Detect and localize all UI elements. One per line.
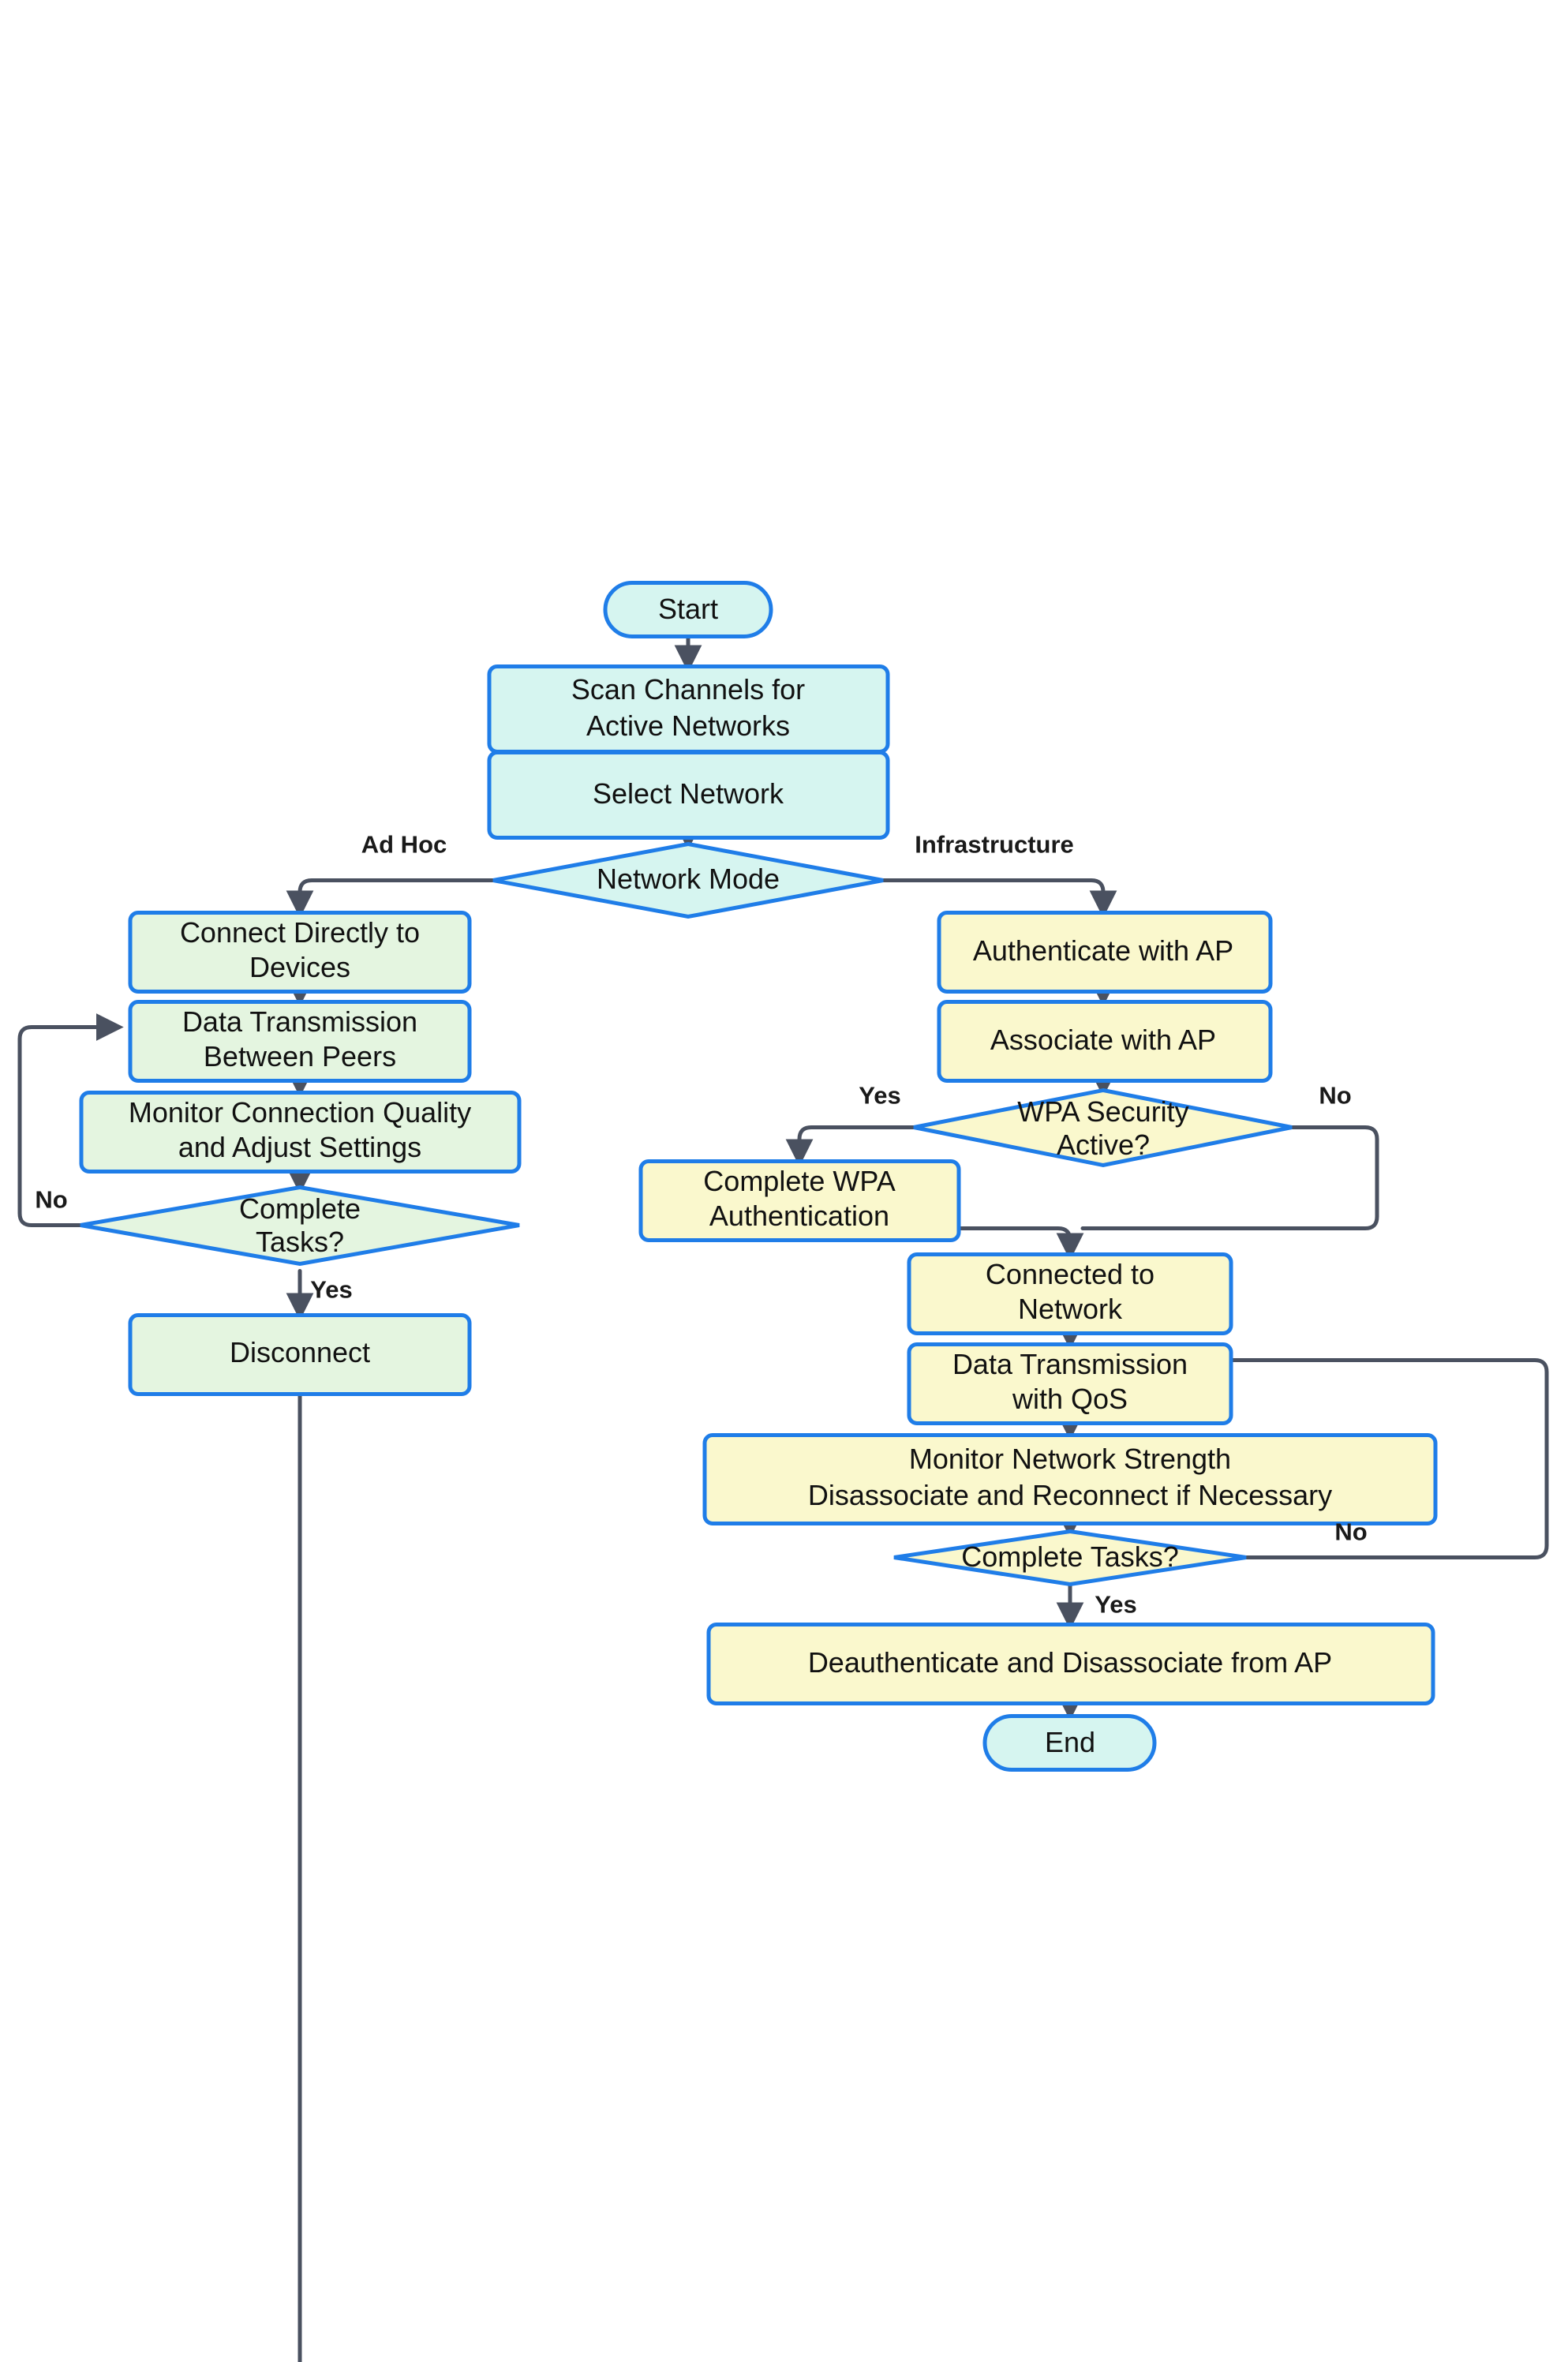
- end-label: End: [1045, 1726, 1095, 1758]
- monitor-strength-label-line2: Disassociate and Reconnect if Necessary: [808, 1479, 1332, 1511]
- edge-mode-adhoc: [286, 878, 496, 919]
- node-connect-directly[interactable]: Connect Directly to Devices: [128, 911, 472, 994]
- data-tx-peers-shape: [128, 1000, 472, 1083]
- node-data-tx-qos[interactable]: Data Transmission with QoS: [907, 1342, 1233, 1425]
- node-wpa-security[interactable]: WPA Security Active?: [913, 1087, 1293, 1168]
- connect-directly-label-line1: Connect Directly to: [180, 916, 420, 949]
- edge-right-no-loop: [1126, 1346, 1549, 1559]
- node-complete-wpa[interactable]: Complete WPA Authentication: [638, 1159, 961, 1242]
- edge-wpa-no: [1080, 1125, 1379, 1230]
- complete-tasks-right-label: Complete Tasks?: [961, 1540, 1178, 1573]
- complete-tasks-left-label-line2: Tasks?: [256, 1226, 344, 1258]
- edge-label-wpa-no: No: [1319, 1082, 1351, 1110]
- monitor-quality-label-line2: and Adjust Settings: [178, 1131, 421, 1163]
- wpa-security-label-line1: WPA Security: [1017, 1095, 1188, 1128]
- monitor-strength-shape: [702, 1433, 1438, 1525]
- connect-directly-shape: [128, 911, 472, 994]
- start-label: Start: [658, 593, 718, 625]
- authenticate-ap-shape: [937, 911, 1273, 994]
- edge-labels-layer: Ad Hoc Infrastructure No Yes Yes No No Y…: [35, 831, 1367, 1619]
- wpa-security-label-line2: Active?: [1057, 1129, 1150, 1161]
- nodes-layer: Start Scan Channels for Active Networks …: [79, 581, 1438, 1772]
- complete-wpa-label-line2: Authentication: [709, 1200, 889, 1232]
- node-connected-network[interactable]: Connected to Network: [907, 1252, 1233, 1335]
- wpa-security-shape: [913, 1087, 1293, 1168]
- connected-network-shape: [907, 1252, 1233, 1335]
- monitor-quality-label-line1: Monitor Connection Quality: [129, 1096, 471, 1129]
- node-end[interactable]: End: [982, 1714, 1157, 1772]
- node-start[interactable]: Start: [603, 581, 773, 638]
- connected-network-label-line2: Network: [1018, 1293, 1123, 1325]
- node-deauthenticate[interactable]: Deauthenticate and Disassociate from AP: [706, 1623, 1435, 1705]
- edge-label-left-yes: Yes: [310, 1276, 352, 1304]
- select-network-shape: [487, 751, 890, 840]
- complete-wpa-shape: [638, 1159, 961, 1242]
- edge-complete-no-loop: [17, 1013, 124, 1227]
- node-associate-ap[interactable]: Associate with AP: [937, 1000, 1273, 1083]
- node-network-mode[interactable]: Network Mode: [492, 841, 884, 919]
- node-complete-tasks-right[interactable]: Complete Tasks?: [893, 1529, 1247, 1587]
- data-tx-peers-label-line2: Between Peers: [204, 1040, 396, 1072]
- network-mode-label: Network Mode: [597, 863, 780, 895]
- complete-tasks-right-shape: [893, 1529, 1247, 1587]
- edge-label-infrastructure: Infrastructure: [915, 831, 1074, 859]
- edge-label-right-yes: Yes: [1095, 1591, 1136, 1619]
- edge-mode-infrastructure: [881, 878, 1117, 919]
- node-monitor-quality[interactable]: Monitor Connection Quality and Adjust Se…: [79, 1091, 522, 1174]
- edge-label-right-no: No: [1334, 1518, 1367, 1546]
- node-select-network[interactable]: Select Network: [487, 751, 890, 840]
- authenticate-ap-label: Authenticate with AP: [973, 934, 1233, 967]
- complete-tasks-left-shape: [80, 1185, 520, 1267]
- edge-label-wpa-yes: Yes: [859, 1082, 900, 1110]
- disconnect-shape: [128, 1313, 472, 1396]
- deauthenticate-shape: [706, 1623, 1435, 1705]
- node-scan-channels[interactable]: Scan Channels for Active Networks: [487, 664, 890, 754]
- edge-wpa-yes: [785, 1125, 916, 1167]
- network-mode-shape: [492, 841, 884, 919]
- data-tx-peers-label-line1: Data Transmission: [182, 1005, 417, 1038]
- data-tx-qos-label-line1: Data Transmission: [952, 1348, 1188, 1380]
- scan-channels-label-line1: Scan Channels for: [571, 673, 805, 706]
- complete-wpa-label-line1: Complete WPA: [703, 1165, 895, 1197]
- disconnect-label: Disconnect: [230, 1336, 370, 1368]
- data-tx-qos-shape: [907, 1342, 1233, 1425]
- edge-label-left-no: No: [35, 1186, 67, 1214]
- monitor-quality-shape: [79, 1091, 522, 1174]
- end-shape: [982, 1714, 1157, 1772]
- edge-label-ad-hoc: Ad Hoc: [361, 831, 447, 859]
- node-monitor-strength[interactable]: Monitor Network Strength Disassociate an…: [702, 1433, 1438, 1525]
- associate-ap-label: Associate with AP: [990, 1024, 1216, 1056]
- scan-channels-label-line2: Active Networks: [586, 709, 790, 742]
- node-complete-tasks-left[interactable]: Complete Tasks?: [80, 1185, 520, 1267]
- complete-tasks-left-label-line1: Complete: [239, 1192, 361, 1225]
- connect-directly-label-line2: Devices: [249, 951, 350, 983]
- node-authenticate-ap[interactable]: Authenticate with AP: [937, 911, 1273, 994]
- start-shape: [603, 581, 773, 638]
- node-disconnect[interactable]: Disconnect: [128, 1313, 472, 1396]
- associate-ap-shape: [937, 1000, 1273, 1083]
- node-data-tx-peers[interactable]: Data Transmission Between Peers: [128, 1000, 472, 1083]
- data-tx-qos-label-line2: with QoS: [1012, 1383, 1128, 1415]
- select-network-label: Select Network: [593, 777, 784, 810]
- monitor-strength-label-line1: Monitor Network Strength: [909, 1443, 1231, 1475]
- connected-network-label-line1: Connected to: [986, 1258, 1154, 1290]
- deauthenticate-label: Deauthenticate and Disassociate from AP: [808, 1646, 1332, 1679]
